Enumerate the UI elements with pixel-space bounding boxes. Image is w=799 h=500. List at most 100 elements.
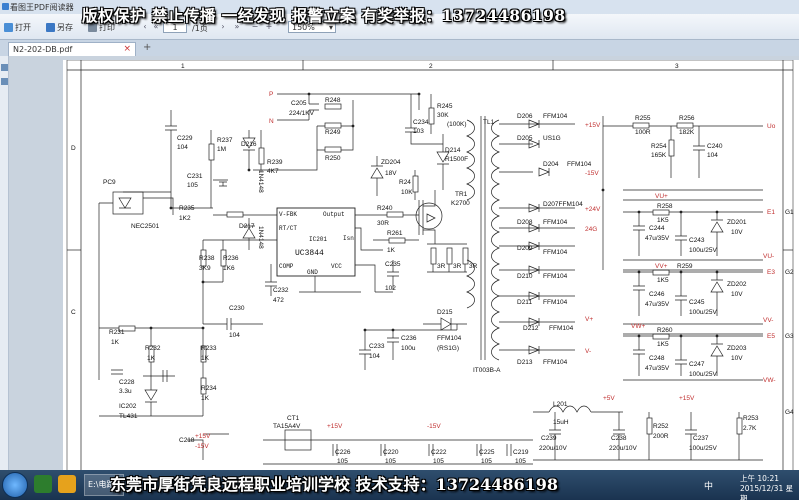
save-icon <box>46 23 55 32</box>
window-title: 看图王PDF阅读器 <box>10 3 74 12</box>
label-c232: C232 <box>273 287 289 294</box>
print-button[interactable]: 打印 <box>88 22 115 33</box>
label-c243-value: 100u/25V <box>689 247 717 254</box>
label-e1: E1 <box>767 209 775 216</box>
label-c235-value: 102 <box>385 285 396 292</box>
next-page-button[interactable]: › <box>221 22 225 31</box>
label-r232-value: 1K <box>147 355 156 362</box>
label-d208-value: FFM104 <box>543 219 568 226</box>
label-p24v: +24V <box>585 206 601 213</box>
folder-icon <box>4 23 13 32</box>
label-ta15a4v: TA15A4V <box>273 423 301 430</box>
label-c246-value: 47u/35V <box>645 301 670 308</box>
label-d204: D204 <box>543 161 559 168</box>
col-label-2: 2 <box>429 63 433 70</box>
open-button[interactable]: 打开 <box>4 22 31 33</box>
label-d206: D206 <box>517 113 533 120</box>
label-uc3844: UC3844 <box>295 249 324 258</box>
label-r248: R248 <box>325 97 341 104</box>
label-r258: R258 <box>657 203 673 210</box>
zoom-in-button[interactable]: + <box>265 22 273 31</box>
save-as-button[interactable]: 另存 <box>46 22 73 33</box>
label-p: P <box>269 91 273 98</box>
start-button[interactable] <box>2 472 28 498</box>
print-label: 打印 <box>99 23 115 32</box>
label-c240: C240 <box>707 143 723 150</box>
label-d205-value: US1G <box>543 135 561 142</box>
label-zd201-value: 10V <box>731 229 743 236</box>
label-c226-value: 105 <box>337 458 348 465</box>
school-banner: 东莞市厚街凭良远程职业培训学校 技术支持：13724486198 <box>110 475 559 494</box>
pin-comp: COMP <box>279 263 294 270</box>
label-3r-3: 3R <box>469 263 478 270</box>
label-d211-value: FFM104 <box>543 299 568 306</box>
label-c239: C239 <box>541 435 557 442</box>
label-r260: R260 <box>657 327 673 334</box>
close-icon[interactable]: × <box>123 44 131 54</box>
label-c245-value: 100u/25V <box>689 309 717 316</box>
label-r256: R256 <box>679 115 695 122</box>
label-d217: D217 <box>239 223 255 230</box>
last-page-button[interactable]: » <box>234 22 240 31</box>
first-page-button[interactable]: « <box>153 22 159 31</box>
taskbar-explorer-item[interactable]: E:\电路 <box>84 474 124 496</box>
ime-indicator[interactable]: 中 <box>704 482 714 492</box>
schematic-wires <box>66 60 794 470</box>
label-pc9: PC9 <box>103 179 116 186</box>
label-tr1-value: K2700 <box>451 200 470 207</box>
system-clock[interactable]: 上午 10:21 2015/12/31 星期 <box>740 474 799 500</box>
label-d208: D208 <box>517 219 533 226</box>
label-d216: D216 <box>241 141 257 148</box>
label-r24-value: 10K <box>401 189 413 196</box>
label-r254-value: 165K <box>651 152 667 159</box>
save-label: 另存 <box>57 23 73 32</box>
label-r245-value: 30K <box>437 112 449 119</box>
label-r245: R245 <box>437 103 453 110</box>
new-tab-button[interactable]: + <box>143 42 152 53</box>
label-d212: D212 <box>523 325 539 332</box>
label-r237: R237 <box>217 137 233 144</box>
folder-icon[interactable] <box>58 475 76 493</box>
label-r234-value: 1K <box>201 395 210 402</box>
label-r238: R238 <box>199 255 215 262</box>
pin-gnd: GND <box>307 269 318 276</box>
label-d214-value: R1500F <box>445 156 468 163</box>
prev-page-button[interactable]: ‹ <box>143 22 147 31</box>
zoom-select[interactable]: 150%▾ <box>288 21 336 33</box>
label-d204-value: FFM104 <box>567 161 592 168</box>
row-label-g3: G3 <box>785 333 794 340</box>
document-viewport[interactable]: 1 2 3 D C P N C205 224/1KV R248 R249 R25… <box>9 56 799 470</box>
label-c237: C237 <box>693 435 709 442</box>
label-d212-value: FFM104 <box>549 325 574 332</box>
copyright-banner: 版权保护 禁止传播 一经发现 报警立案 有奖举报：13724486198 <box>82 6 566 25</box>
label-c222: C222 <box>431 449 447 456</box>
circuit-schematic: 1 2 3 D C P N C205 224/1KV R248 R249 R25… <box>66 60 794 470</box>
taskbar-explorer-label: E:\电路 <box>88 480 115 489</box>
label-r255-value: 100R <box>635 129 651 136</box>
label-r252-value: 200R <box>653 433 669 440</box>
page-number-input[interactable]: 1 <box>163 21 187 33</box>
tab-document[interactable]: N2-202-DB.pdf × <box>8 42 136 56</box>
bookmark-icon[interactable] <box>1 78 8 85</box>
pin-rtct: RT/CT <box>279 225 297 232</box>
thumbnail-icon[interactable] <box>1 64 8 71</box>
browser-icon[interactable] <box>34 475 52 493</box>
label-it003b: IT003B-A <box>473 367 501 374</box>
label-d215-value: FFM104 <box>437 335 462 342</box>
label-p15c: +15V <box>327 423 343 430</box>
label-l201: L201 <box>553 401 568 408</box>
label-vvplus: VV+ <box>655 263 668 270</box>
label-c231-value: 105 <box>187 182 198 189</box>
row-label-g2: G2 <box>785 269 794 276</box>
label-c248-value: 47u/35V <box>645 365 670 372</box>
label-r238-value: 3K9 <box>199 265 211 272</box>
label-r232: R232 <box>145 345 161 352</box>
label-e5: E5 <box>767 333 775 340</box>
pdf-page: 1 2 3 D C P N C205 224/1KV R248 R249 R25… <box>63 60 799 470</box>
label-c238-value: 220u/10V <box>609 445 637 452</box>
label-l201-value: 15uH <box>553 419 569 426</box>
zoom-out-button[interactable]: − <box>251 22 259 31</box>
label-c244: C244 <box>649 225 665 232</box>
label-r250: R250 <box>325 155 341 162</box>
label-c225: C225 <box>479 449 495 456</box>
